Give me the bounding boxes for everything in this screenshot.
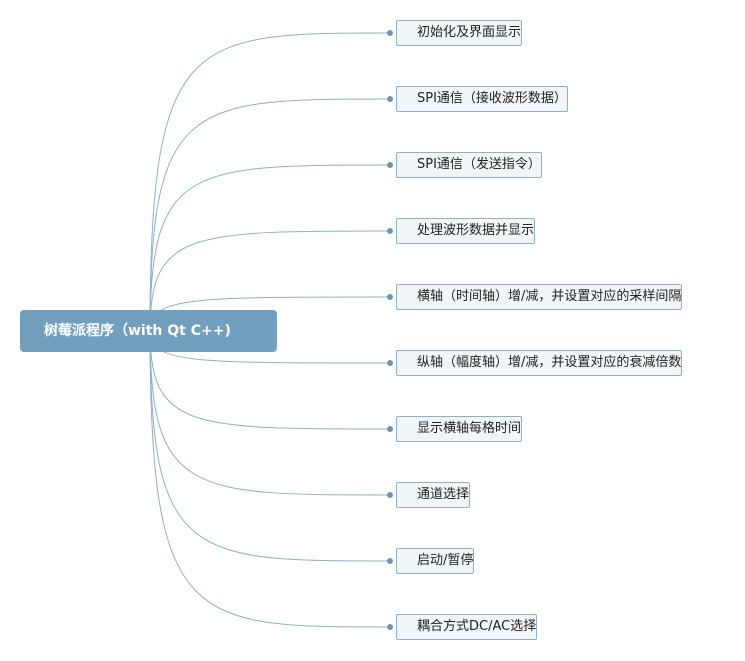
connector-dot	[387, 228, 393, 234]
connector-line	[149, 230, 391, 332]
connector-line	[149, 330, 391, 628]
topic-time-per-div[interactable]: 显示横轴每格时间	[396, 416, 523, 442]
topic-channel-select[interactable]: 通道选择	[396, 482, 471, 508]
connector-dot	[387, 492, 393, 498]
topic-coupling-select[interactable]: 耦合方式DC/AC选择	[396, 614, 538, 640]
topic-time-axis[interactable]: 横轴（时间轴）增/减，并设置对应的采样间隔	[396, 284, 683, 310]
connector-dot	[387, 30, 393, 36]
topic-start-pause[interactable]: 启动/暂停	[396, 548, 475, 574]
connector-dot	[387, 624, 393, 630]
topic-spi-send[interactable]: SPI通信（发送指令）	[396, 152, 542, 178]
connector-dot	[387, 96, 393, 102]
topic-process-waveform[interactable]: 处理波形数据并显示	[396, 218, 536, 244]
topic-spi-receive[interactable]: SPI通信（接收波形数据）	[396, 86, 568, 112]
connector-line	[149, 330, 391, 562]
root-topic[interactable]: 树莓派程序（with Qt C++)	[20, 310, 277, 352]
connector-line	[149, 32, 391, 332]
connector-dot	[387, 294, 393, 300]
connector-dot	[387, 426, 393, 432]
connector-line	[149, 164, 391, 332]
topic-amplitude-axis[interactable]: 纵轴（幅度轴）增/减，并设置对应的衰减倍数	[396, 350, 683, 376]
connector-line	[149, 98, 391, 332]
connector-dot	[387, 558, 393, 564]
connector-line	[149, 330, 391, 430]
connector-line	[149, 330, 391, 496]
topic-init-display[interactable]: 初始化及界面显示	[396, 20, 523, 46]
connector-dot	[387, 162, 393, 168]
connector-dot	[387, 360, 393, 366]
